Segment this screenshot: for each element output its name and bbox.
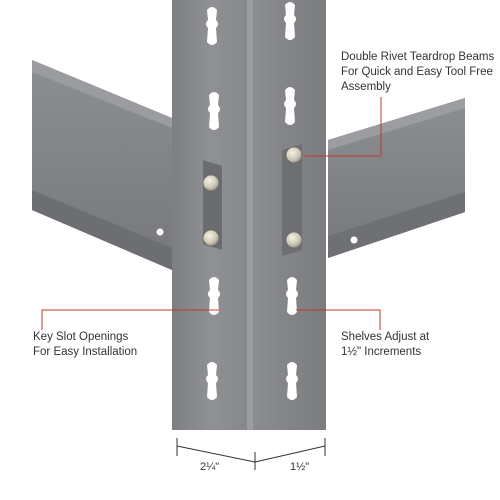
beam-hole [350, 236, 358, 244]
callout-text-line: Double Rivet Teardrop Beams [341, 51, 495, 63]
key-slot-callout: Key Slot Openings For Easy Installation [33, 330, 137, 360]
left-width-dimension: 2¼" [200, 461, 220, 473]
rivet [285, 231, 303, 249]
left-beam [32, 60, 172, 270]
callout-text-line: For Easy Installation [33, 346, 138, 358]
rivet [202, 229, 220, 247]
callout-text-line: Shelves Adjust at [341, 331, 430, 343]
shelves-adjust-callout: Shelves Adjust at 1½" Increments [341, 330, 429, 360]
right-width-dimension: 1½" [290, 461, 310, 473]
rivet [202, 174, 220, 192]
double-rivet-callout-line [304, 97, 382, 157]
callout-text-line: Key Slot Openings [33, 331, 129, 343]
dimension-lines [176, 438, 326, 470]
key-slot-callout-line [41, 309, 219, 330]
right-beam [328, 98, 465, 258]
callout-text-line: 1½" Increments [341, 346, 422, 358]
rivet [285, 146, 303, 164]
upright-post [172, 0, 326, 430]
rivet-connectors [202, 144, 303, 256]
callout-text-line: Assembly [341, 81, 391, 93]
shelves-adjust-callout-line [296, 309, 381, 330]
callout-lines [41, 97, 382, 330]
callout-text-line: For Quick and Easy Tool Free [341, 66, 493, 78]
beam-hole [156, 228, 164, 236]
double-rivet-callout: Double Rivet Teardrop Beams For Quick an… [341, 50, 494, 95]
